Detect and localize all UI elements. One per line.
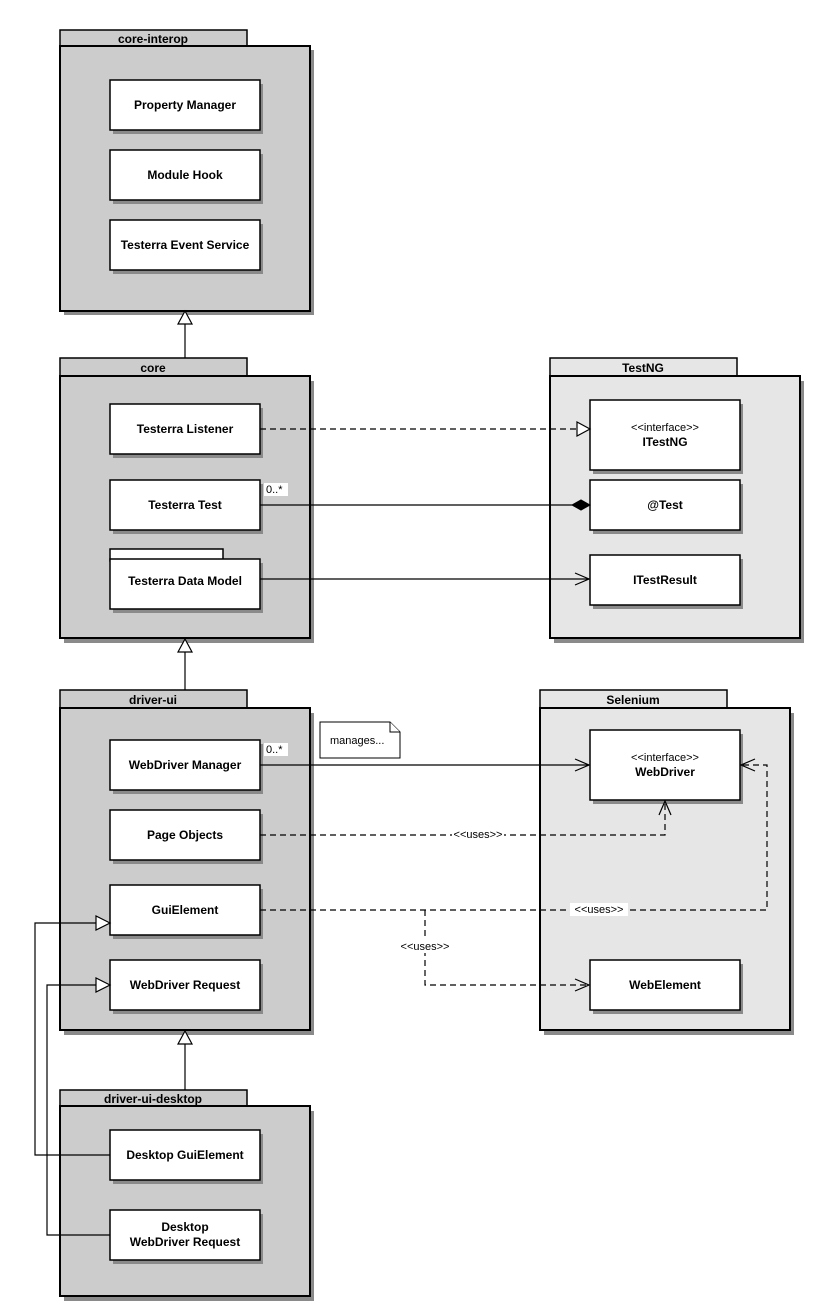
dependency-page-objects-webdriver: <<uses>> (260, 799, 672, 841)
class-desktop-webdriver-request: Desktop WebDriver Request (109, 1209, 263, 1264)
class-label: WebDriver Request (130, 978, 240, 992)
class-label: Testerra Data Model (128, 574, 242, 588)
generalization-core-to-core-interop (176, 309, 194, 358)
package-title: driver-ui (129, 693, 177, 707)
class-label: Property Manager (134, 98, 236, 112)
dependency-guielement-webdriver: <<uses>> (260, 758, 768, 916)
class-label: WebElement (629, 978, 701, 992)
class-label: GuiElement (152, 903, 219, 917)
stereotype-label: <<interface>> (631, 422, 699, 434)
package-title: TestNG (622, 361, 664, 375)
dependency-guielement-webelement: <<uses>> (398, 910, 591, 992)
multiplicity-label: 0..* (266, 744, 283, 756)
class-itestresult: ITestResult (589, 554, 743, 609)
class-label: WebDriver Manager (129, 758, 242, 772)
multiplicity-label: 0..* (266, 484, 283, 496)
realization-listener-itestng (260, 420, 592, 438)
class-testerra-data-model: Testerra Data Model (109, 548, 263, 613)
class-label: Desktop GuiElement (126, 1148, 243, 1162)
package-driver-ui-desktop: driver-ui-desktop (59, 1089, 314, 1301)
package-title: core (140, 361, 166, 375)
uses-label: <<uses>> (575, 904, 624, 916)
association-manager-webdriver: 0..* (260, 743, 591, 772)
class-webdriver: <<interface>> WebDriver (589, 729, 743, 804)
class-page-objects: Page Objects (109, 809, 263, 864)
class-label: WebDriver (635, 765, 695, 779)
class-webdriver-request: WebDriver Request (109, 959, 263, 1014)
class-webdriver-manager: WebDriver Manager (109, 739, 263, 794)
class-guielement: GuiElement (109, 884, 263, 939)
note-text: manages... (330, 735, 384, 747)
class-label: Testerra Listener (137, 422, 234, 436)
package-title: core-interop (118, 32, 188, 46)
class-module-hook: Module Hook (109, 149, 263, 204)
class-label: Module Hook (147, 168, 223, 182)
class-label: @Test (647, 498, 682, 512)
class-label: Desktop (161, 1220, 208, 1234)
package-title: driver-ui-desktop (104, 1092, 202, 1106)
class-testerra-listener: Testerra Listener (109, 403, 263, 458)
class-itestng: <<interface>> ITestNG (589, 399, 743, 474)
class-label: ITestNG (642, 435, 687, 449)
class-label: Page Objects (147, 828, 223, 842)
class-label: WebDriver Request (130, 1235, 240, 1249)
class-property-manager: Property Manager (109, 79, 263, 134)
class-label: ITestResult (633, 573, 697, 587)
package-title: Selenium (606, 693, 659, 707)
association-data-model-itestresult (260, 572, 591, 586)
class-label: Testerra Test (148, 498, 222, 512)
class-at-test: @Test (589, 479, 743, 534)
class-testerra-event-service: Testerra Event Service (109, 219, 263, 274)
stereotype-label: <<interface>> (631, 752, 699, 764)
uses-label: <<uses>> (401, 941, 450, 953)
note-manages: manages... (319, 721, 401, 759)
class-webelement: WebElement (589, 959, 743, 1014)
uses-label: <<uses>> (454, 829, 503, 841)
generalization-desktop-request-webdriver-request (46, 977, 112, 1236)
generalization-driver-ui-to-core (176, 637, 194, 690)
generalization-desktop-to-driver-ui (176, 1029, 194, 1090)
generalization-desktop-guielement-guielement (34, 915, 112, 1156)
class-label: Testerra Event Service (121, 238, 250, 252)
class-desktop-guielement: Desktop GuiElement (109, 1129, 263, 1184)
class-testerra-test: Testerra Test (109, 479, 263, 534)
composition-test-at-test: 0..* (260, 483, 592, 511)
